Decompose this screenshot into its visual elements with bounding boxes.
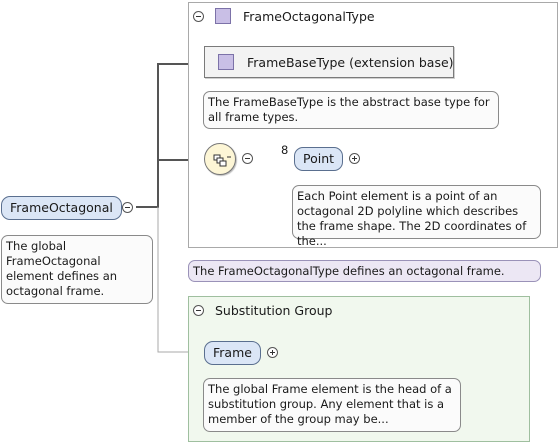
base-type-doc: The FrameBaseType is the abstract base t… xyxy=(203,91,499,129)
root-element[interactable]: FrameOctagonal xyxy=(1,196,122,220)
type-title: FrameOctagonalType xyxy=(243,9,375,24)
collapse-root-toggle-icon[interactable] xyxy=(122,202,133,213)
root-doc: The global FrameOctagonal element define… xyxy=(1,235,153,304)
sequence-compositor-icon xyxy=(213,154,231,167)
base-type-icon xyxy=(218,54,234,70)
frame-doc: The global Frame element is the head of … xyxy=(203,378,461,432)
point-multiplicity: 8 xyxy=(281,143,289,157)
point-doc: Each Point element is a point of an octa… xyxy=(292,185,541,248)
base-type-box[interactable] xyxy=(204,46,454,78)
collapse-sequence-toggle-icon[interactable] xyxy=(242,153,253,164)
sequence-compositor[interactable] xyxy=(204,143,236,175)
base-type-label: FrameBaseType (extension base) xyxy=(247,55,454,70)
expand-point-toggle-icon[interactable] xyxy=(349,153,360,164)
frame-element[interactable]: Frame xyxy=(204,341,261,365)
expand-frame-toggle-icon[interactable] xyxy=(267,347,278,358)
point-element[interactable]: Point xyxy=(294,147,344,171)
collapse-substitution-toggle-icon[interactable] xyxy=(193,305,204,316)
type-doc: The FrameOctagonalType defines an octago… xyxy=(188,260,541,282)
connector-root-base xyxy=(136,63,203,208)
complex-type-icon xyxy=(215,8,231,24)
substitution-group-title: Substitution Group xyxy=(215,303,333,318)
collapse-type-toggle-icon[interactable] xyxy=(193,11,204,22)
